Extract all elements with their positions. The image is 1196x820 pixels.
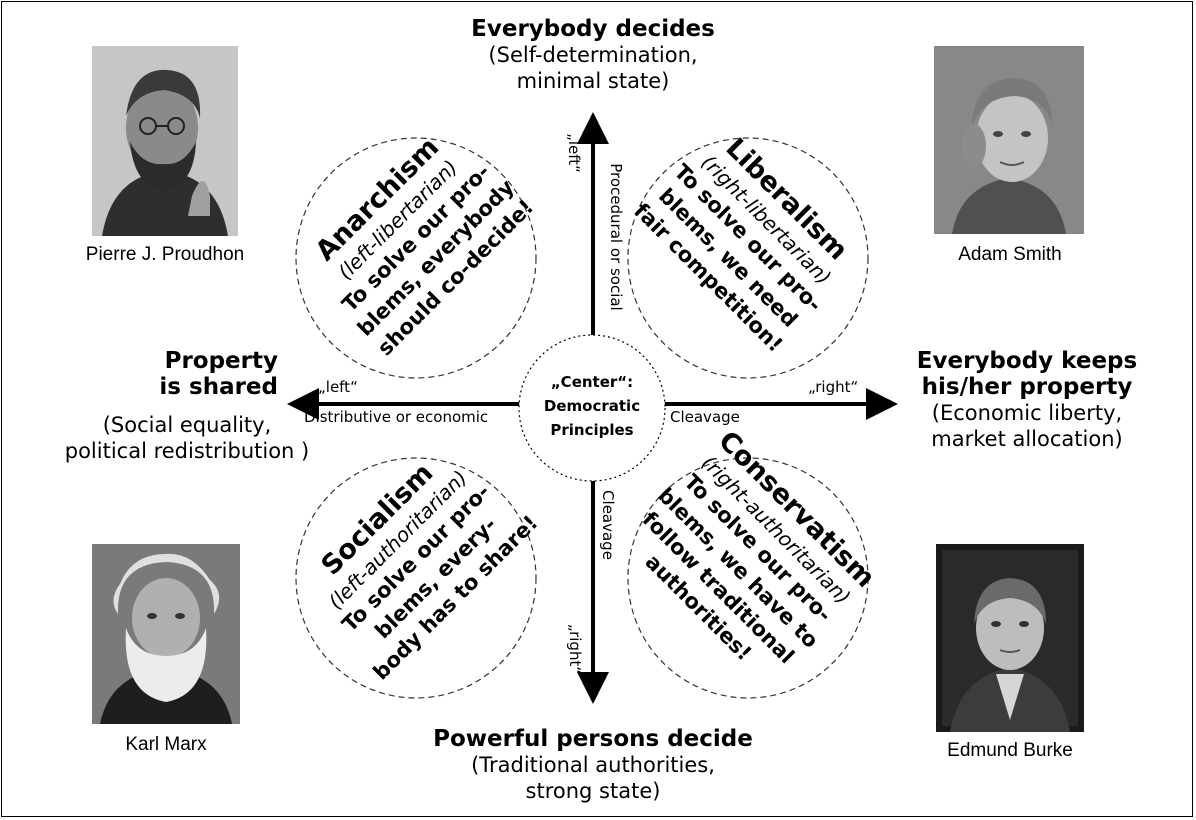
right-pole-title2: his/her property — [921, 374, 1133, 400]
bottom-pole-title: Powerful persons decide — [433, 726, 753, 752]
bottom-pole-sub1: (Traditional authorities, — [471, 753, 715, 777]
top-pole-title: Everybody decides — [471, 16, 715, 42]
right-pole-sub2: market allocation) — [931, 427, 1123, 451]
center-line1: „Center“: — [550, 373, 634, 391]
center-line2: Democratic — [543, 397, 641, 415]
vertical-right-label: „right“ — [566, 623, 584, 675]
proudhon-portrait — [92, 46, 238, 236]
proudhon-name: Pierre J. Proudhon — [85, 244, 245, 265]
bottom-pole-sub2: strong state) — [525, 779, 661, 803]
left-pole-title1: Property — [164, 348, 278, 374]
left-pole-sub2: political redistribution ) — [64, 439, 310, 463]
horizontal-left-label: „left“ — [318, 378, 358, 396]
left-pole-title2: is shared — [159, 374, 278, 400]
center-line3: Principles — [550, 421, 634, 439]
center-circle — [518, 334, 666, 482]
smith-portrait — [934, 46, 1084, 234]
center-label: „Center“: Democratic Principles — [530, 370, 654, 442]
vertical-left-label: „left“ — [565, 133, 583, 173]
horizontal-axis-label-right: Cleavage — [670, 408, 740, 426]
socialism-circle — [295, 457, 537, 699]
right-pole-sub1: (Economic liberty, — [931, 401, 1123, 425]
horizontal-right-label: „right“ — [808, 378, 859, 396]
burke-portrait — [936, 544, 1084, 732]
top-pole-sub1: (Self-determination, — [488, 43, 698, 67]
right-pole: Everybody keeps his/her property (Econom… — [902, 348, 1152, 452]
left-pole-sub1: (Social equality, — [102, 413, 272, 437]
horizontal-axis-label-left: Distributive or economic — [304, 408, 489, 426]
quadrant-circles — [295, 137, 869, 699]
liberalism-circle — [627, 137, 869, 379]
conservatism-circle — [627, 457, 869, 699]
anarchism-circle — [295, 137, 537, 379]
smith-name: Adam Smith — [958, 244, 1062, 265]
bottom-pole: Powerful persons decide (Traditional aut… — [400, 726, 786, 804]
vertical-axis-label-top: Procedural or social — [607, 163, 625, 311]
marx-name: Karl Marx — [125, 734, 207, 755]
top-pole-sub2: minimal state) — [516, 69, 670, 93]
burke-name: Edmund Burke — [947, 740, 1073, 761]
left-pole: Property is shared — [78, 348, 298, 400]
marx-portrait — [92, 544, 240, 724]
left-pole-subs: (Social equality, political redistributi… — [56, 412, 318, 464]
right-pole-title1: Everybody keeps — [916, 348, 1138, 374]
top-pole: Everybody decides (Self-determination, m… — [420, 16, 766, 94]
